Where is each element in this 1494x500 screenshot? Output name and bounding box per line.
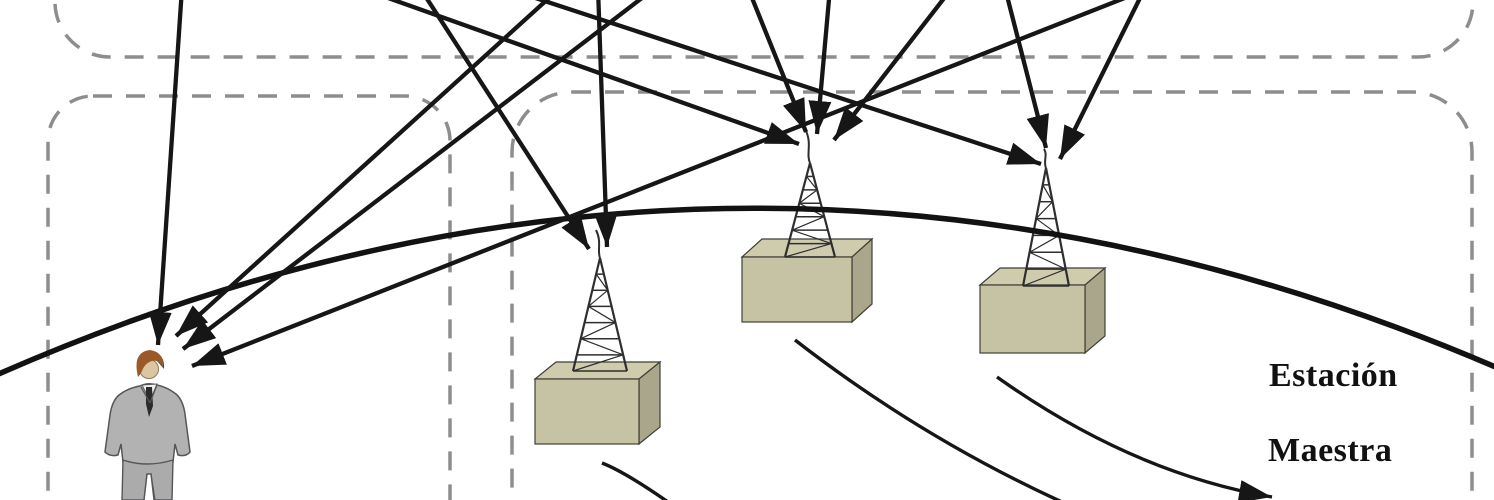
- building-3-front: [979, 284, 1086, 354]
- earth-curvature-layer: [0, 205, 1494, 377]
- radio-tower-3-brace: [1035, 201, 1054, 219]
- radio-tower-1-antenna-whip: [595, 229, 601, 259]
- signal-arrow-11: [1005, 0, 1049, 149]
- signal-arrow-7: [387, 0, 800, 147]
- subscriber-person-layer: [104, 350, 191, 500]
- signal-arrow-1: [148, 0, 184, 346]
- dashed-zone-top: [53, 0, 1475, 59]
- radio-tower-3-brace: [1029, 251, 1066, 270]
- building-1-front: [534, 378, 640, 445]
- signal-arrow-6: [594, 0, 618, 248]
- dashed-zone-subscriber: [46, 94, 452, 500]
- building-2-top: [740, 238, 874, 258]
- radio-tower-3-right-rail: [1044, 167, 1071, 287]
- person-trousers: [121, 459, 174, 500]
- radio-tower-2-antenna-whip: [805, 130, 811, 164]
- radio-tower-3-brace: [1022, 268, 1066, 287]
- curved-arrow-1: [601, 461, 669, 500]
- radio-tower-1-brace: [580, 322, 616, 340]
- signal-arrows-layer: [148, 0, 1142, 368]
- curved-arrow-2: [793, 338, 1062, 500]
- radio-tower-3-brace: [1029, 234, 1060, 253]
- radio-tower-1-brace: [572, 354, 624, 372]
- earth-curvature-arc: [0, 205, 1494, 377]
- signal-arrow-13: [1058, 0, 1142, 160]
- radio-tower-2-brace: [798, 189, 818, 204]
- dashed-zones-layer: [46, 0, 1475, 500]
- signal-arrow-3: [181, 0, 643, 351]
- signal-arrow-2: [174, 0, 550, 338]
- radio-tower-3-brace: [1042, 184, 1054, 203]
- base-station-buildings-layer: [533, 237, 1107, 446]
- radio-tower-1-brace: [580, 338, 624, 356]
- radio-tower-1-brace: [588, 289, 609, 307]
- radio-tower-1-brace: [588, 305, 616, 324]
- signal-arrow-10: [832, 0, 946, 142]
- person-lapels: [140, 384, 158, 404]
- radio-tower-2-brace: [791, 216, 825, 231]
- building-2-front: [741, 256, 853, 323]
- person-leg-seams: [143, 473, 156, 500]
- radio-tower-2-brace: [805, 176, 818, 191]
- curved-arrows-layer: [601, 338, 1273, 500]
- radio-tower-3-left-rail: [1021, 167, 1048, 287]
- signal-arrow-5: [425, 0, 591, 251]
- person-hair: [136, 350, 164, 377]
- station-label-line-1: Estación: [1269, 357, 1398, 394]
- radio-tower-1-right-rail: [598, 257, 629, 372]
- building-3-top: [978, 267, 1107, 286]
- signal-arrow-8: [750, 0, 808, 133]
- radio-tower-2-brace: [784, 242, 832, 258]
- radio-tower-2-brace: [791, 229, 832, 245]
- signal-arrow-9: [808, 0, 832, 135]
- station-label-line-2: Maestra: [1268, 432, 1392, 469]
- signal-arrow-12: [534, 0, 1042, 167]
- curved-arrow-3: [996, 375, 1273, 500]
- radio-tower-3-antenna-whip: [1043, 148, 1047, 169]
- signal-arrow-4: [191, 0, 1126, 368]
- radio-towers-layer: [571, 130, 1071, 372]
- radio-tower-1-brace: [595, 273, 609, 291]
- radio-tower-1-left-rail: [571, 257, 602, 372]
